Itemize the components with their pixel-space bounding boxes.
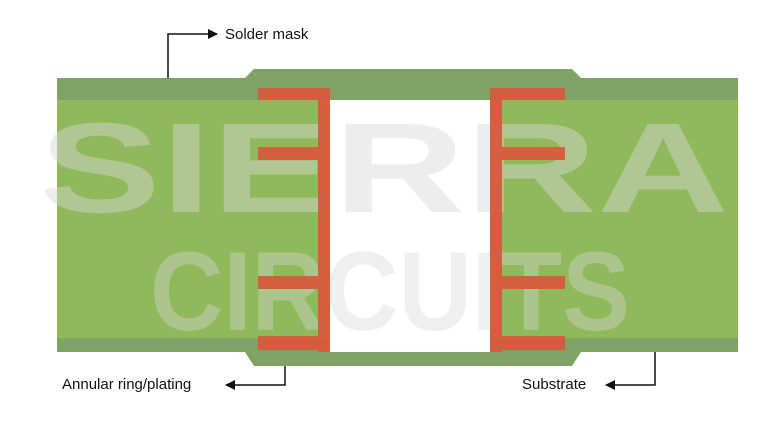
watermark-logo: SIERRA CIRCUITS (39, 97, 729, 354)
drilled-hole (330, 100, 490, 352)
substrate-arrow (605, 352, 656, 390)
plating-right (490, 88, 565, 352)
svg-text:SIERRA: SIERRA (39, 97, 729, 240)
solder-mask-label: Solder mask (225, 26, 309, 43)
svg-text:CIRCUITS: CIRCUITS (150, 229, 630, 354)
solder-mask-top (57, 69, 738, 100)
solder-mask-arrow (167, 29, 218, 78)
annular-ring-label: Annular ring/plating (62, 376, 192, 393)
annular-ring-arrow (225, 366, 286, 390)
substrate-label: Substrate (522, 376, 587, 393)
plating-left (258, 88, 330, 352)
